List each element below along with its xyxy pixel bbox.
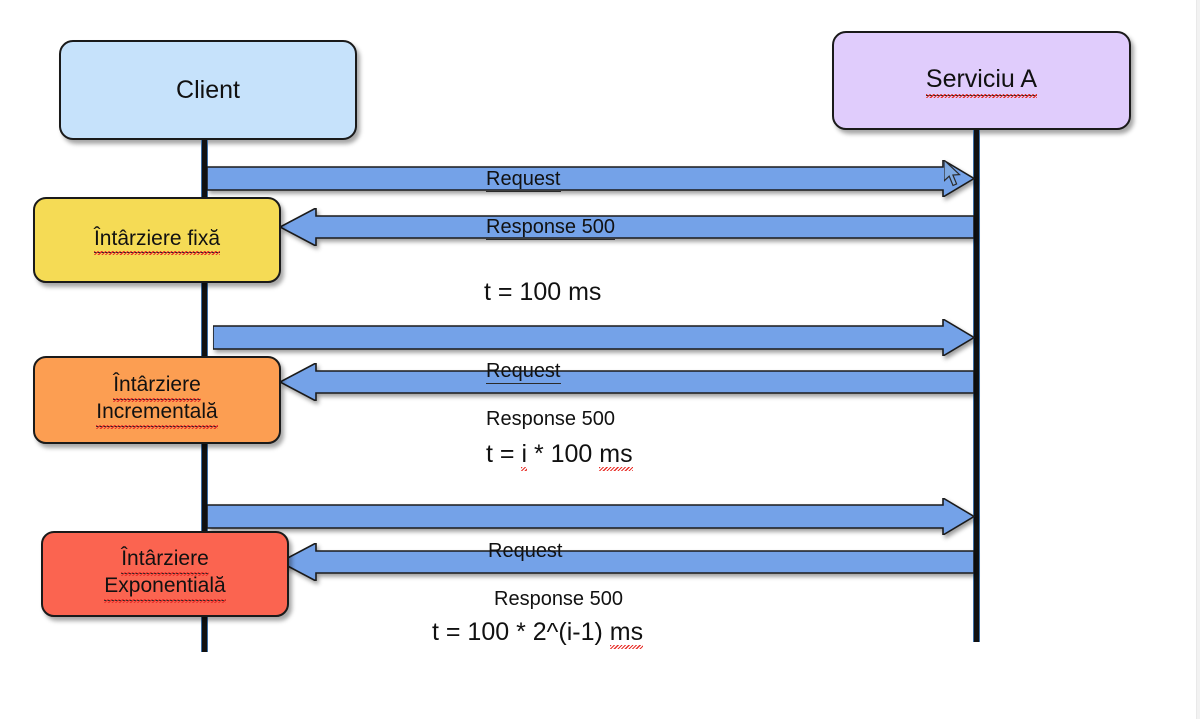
arrow-request-1[interactable] (207, 160, 975, 197)
arrow-response-3[interactable] (280, 543, 974, 581)
label-formula-3: t = 100 * 2^(i-1) ms (432, 618, 644, 646)
lifeline-service (973, 130, 980, 642)
delay-box-incremental-line1: Întârziere (113, 373, 201, 402)
formula-2-variable: i (521, 440, 527, 468)
participant-client-label: Client (176, 75, 240, 104)
label-response-1: Response 500 (486, 216, 615, 240)
delay-box-exponential-line2: Exponentială (104, 574, 227, 603)
formula-2-unit: ms (599, 440, 633, 468)
delay-box-exponential[interactable]: Întârziere Exponentială (41, 531, 289, 617)
delay-box-fixed[interactable]: Întârziere fixă (33, 197, 281, 283)
label-formula-2: t = i * 100 ms (486, 440, 633, 468)
label-response-2: Response 500 (486, 408, 615, 430)
arrow-request-2[interactable] (213, 319, 975, 356)
delay-box-fixed-label: Întârziere fixă (93, 227, 221, 256)
label-request-3: Request (488, 540, 563, 562)
arrow-response-1[interactable] (280, 208, 974, 246)
label-request-1: Request (486, 168, 561, 192)
label-response-3: Response 500 (494, 588, 623, 610)
delay-box-incremental[interactable]: Întârziere Incrementală (33, 356, 281, 444)
delay-box-exponential-line1: Întârziere (121, 547, 209, 576)
label-formula-1: t = 100 ms (484, 278, 602, 306)
participant-client[interactable]: Client (59, 40, 357, 140)
formula-3-unit: ms (609, 618, 644, 646)
label-request-2: Request (486, 360, 561, 384)
arrow-request-3[interactable] (207, 498, 975, 535)
participant-service[interactable]: Serviciu A (832, 31, 1131, 130)
delay-box-incremental-line2: Incrementală (96, 400, 219, 429)
participant-service-label: Serviciu A (925, 65, 1038, 98)
arrow-response-2[interactable] (280, 363, 974, 401)
slide-edge-rule (1196, 0, 1200, 719)
